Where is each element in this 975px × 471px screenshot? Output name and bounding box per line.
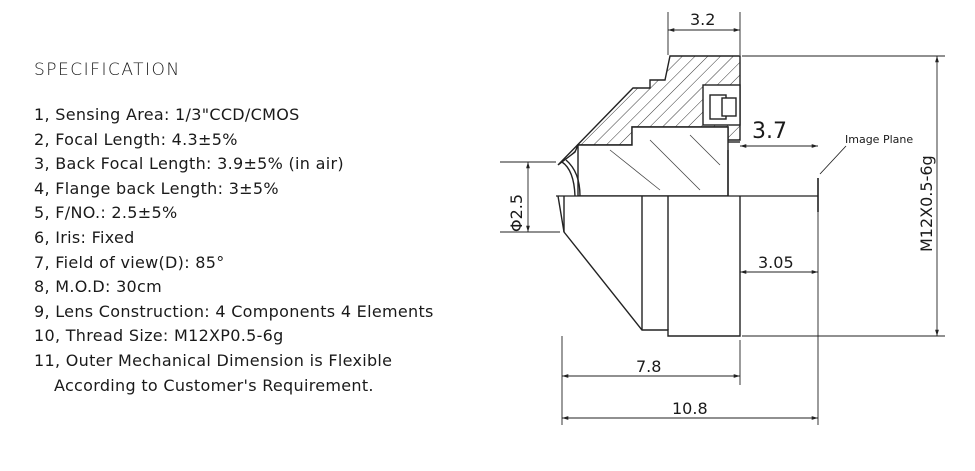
dim-total: 10.8 bbox=[672, 399, 708, 418]
image-plane-marker: Image Plane bbox=[817, 133, 913, 212]
spec-item-lens-construction: 9, Lens Construction: 4 Components 4 Ele… bbox=[34, 301, 434, 321]
spec-item-field-of-view: 7, Field of view(D): 85° bbox=[34, 252, 225, 272]
dim-thread: M12X0.5-6g bbox=[917, 155, 936, 252]
spec-item-sensing-area: 1, Sensing Area: 1/3"CCD/CMOS bbox=[34, 105, 300, 124]
spec-item-focal-length: 2, Focal Length: 4.3±5% bbox=[34, 129, 238, 149]
spec-item-outer-dimension: 11, Outer Mechanical Dimension is Flexib… bbox=[34, 350, 393, 370]
dim-bfl: 3.7 bbox=[752, 119, 787, 144]
spec-item-flange-back-length: 4, Flange back Length: 3±5% bbox=[34, 178, 279, 198]
spec-item-outer-dimension-cont: According to Customer's Requirement. bbox=[54, 375, 374, 395]
spec-title: SPECIFICATION bbox=[34, 60, 181, 80]
lens-housing bbox=[556, 55, 818, 337]
spec-list: 1, Sensing Area: 1/3"CCD/CMOS 2, Focal L… bbox=[34, 103, 434, 398]
lower-body bbox=[557, 195, 741, 337]
spec-item-thread-size: 10, Thread Size: M12XP0.5-6g bbox=[34, 326, 284, 346]
image-plane-label: Image Plane bbox=[845, 133, 913, 146]
extension-lines bbox=[500, 12, 945, 425]
dim-top: 3.2 bbox=[690, 10, 715, 29]
spec-item-back-focal-length: 3, Back Focal Length: 3.9±5% (in air) bbox=[34, 154, 344, 174]
dim-body: 7.8 bbox=[636, 357, 661, 376]
dim-thread-len: 3.05 bbox=[758, 253, 794, 272]
spec-item-mod: 8, M.O.D: 30cm bbox=[34, 277, 163, 297]
dim-aperture: Φ2.5 bbox=[507, 194, 526, 232]
spec-item-f-number: 5, F/NO.: 2.5±5% bbox=[34, 203, 178, 223]
spec-item-iris: 6, Iris: Fixed bbox=[34, 227, 135, 247]
